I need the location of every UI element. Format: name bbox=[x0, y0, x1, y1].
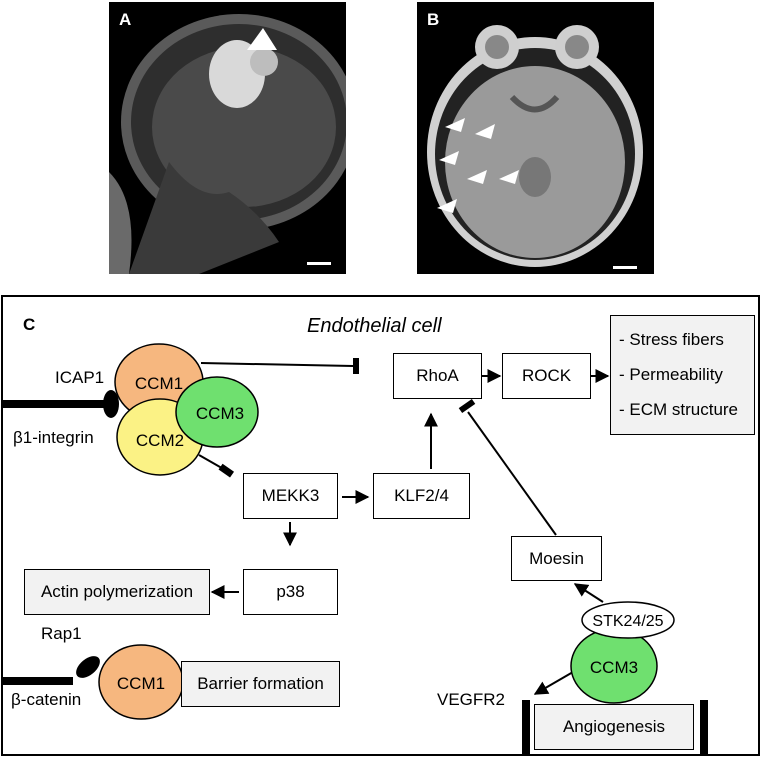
scale-bar bbox=[307, 262, 331, 265]
arrow-marker bbox=[439, 151, 459, 165]
b-catenin-label: β-catenin bbox=[11, 690, 82, 709]
barrier-formation-box: Barrier formation bbox=[181, 661, 340, 707]
pathway-connectors: CCM1 CCM2 CCM3 CCM1 CCM3 STK24/25 bbox=[3, 343, 708, 754]
rock-box: ROCK bbox=[502, 353, 591, 399]
outcome-stress-fibers: - Stress fibers bbox=[619, 329, 724, 349]
rap1-anchor bbox=[76, 656, 100, 678]
rhoa-box: RhoA bbox=[393, 353, 482, 399]
arrow-marker bbox=[437, 199, 457, 213]
ccm3-protein bbox=[175, 376, 259, 448]
mri-sagittal-drawing bbox=[109, 14, 346, 274]
panel-b-letter: B bbox=[427, 10, 440, 29]
moesin-box: Moesin bbox=[511, 536, 602, 581]
arrow-marker bbox=[467, 170, 487, 184]
mri-axial-image: B bbox=[417, 2, 654, 274]
p38-box: p38 bbox=[243, 569, 338, 615]
pathway-diagram-panel: CCM1 CCM2 CCM3 CCM1 CCM3 STK24/25 C Endo… bbox=[1, 295, 760, 756]
angiogenesis-box: Angiogenesis bbox=[534, 704, 694, 750]
ccm1-lower-label: CCM1 bbox=[117, 674, 165, 693]
scale-bar bbox=[613, 266, 637, 269]
inhibit-ccm1-rhoa bbox=[200, 362, 354, 367]
mri-axial-drawing bbox=[427, 25, 643, 267]
ccm2-label: CCM2 bbox=[136, 431, 184, 450]
arrowhead-marker bbox=[247, 28, 277, 50]
outcome-permeability: - Permeability bbox=[619, 364, 723, 384]
stk-label: STK24/25 bbox=[592, 613, 663, 630]
ccm1-label: CCM1 bbox=[135, 374, 183, 393]
stk-protein bbox=[581, 601, 675, 639]
rap1-label: Rap1 bbox=[41, 624, 82, 643]
b1-integrin-label: β1-integrin bbox=[13, 428, 94, 447]
actin-polymerization-box: Actin polymerization bbox=[24, 569, 210, 615]
klf-box: KLF2/4 bbox=[373, 473, 470, 519]
lesion-arrows bbox=[437, 118, 519, 213]
mri-sagittal-image: A bbox=[109, 2, 346, 274]
vegfr2-label: VEGFR2 bbox=[437, 690, 506, 709]
integrin-anchor bbox=[103, 390, 119, 418]
catenin-bar bbox=[3, 677, 73, 685]
panel-c-letter: C bbox=[23, 315, 36, 334]
outcome-ecm-structure: - ECM structure bbox=[619, 400, 739, 420]
diagram-title: Endothelial cell bbox=[307, 315, 442, 337]
rock-outcomes-box: - Stress fibers - Permeability - ECM str… bbox=[610, 315, 755, 435]
arrow-marker bbox=[499, 170, 519, 184]
icap1-label: ICAP1 bbox=[55, 368, 105, 387]
arrow-marker bbox=[445, 118, 465, 132]
ccm3-label: CCM3 bbox=[196, 404, 244, 423]
integrin-bar bbox=[3, 400, 113, 408]
panel-a-letter: A bbox=[119, 10, 132, 29]
mekk3-box: MEKK3 bbox=[243, 473, 338, 519]
arrow-marker bbox=[475, 124, 495, 139]
ccm3-lower-label: CCM3 bbox=[590, 658, 638, 677]
